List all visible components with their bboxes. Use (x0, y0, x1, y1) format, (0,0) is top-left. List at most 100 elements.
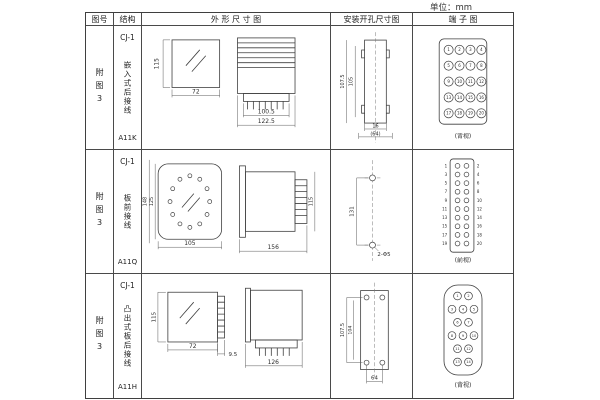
svg-text:16: 16 (477, 224, 483, 229)
model-code: A11H (118, 383, 137, 391)
svg-text:13: 13 (446, 95, 452, 100)
outline-drawing: 148 125 105 156 115 (143, 159, 316, 254)
outline-drawing: 115 72 100.5 122.5 (154, 37, 296, 128)
svg-text:18: 18 (477, 232, 483, 237)
dim-label: 16 (372, 124, 378, 130)
dim-label: 148 (143, 197, 149, 206)
model-label: CJ-1 (120, 157, 135, 166)
svg-text:3: 3 (451, 307, 453, 311)
svg-text:10: 10 (457, 79, 463, 84)
dim-label: 64 (371, 375, 378, 381)
dim-label: 107.5 (340, 75, 346, 89)
svg-text:8: 8 (477, 189, 480, 194)
dim-label: 122.5 (258, 118, 275, 125)
dim-label: 156 (268, 244, 280, 251)
svg-text:19: 19 (442, 241, 448, 246)
svg-text:6: 6 (458, 63, 461, 68)
svg-text:2: 2 (467, 294, 469, 298)
header-mounting-dims: 安装开孔尺寸图 (331, 13, 413, 26)
view-label: (背视) (455, 381, 472, 389)
structure-cell: CJ-1 凸出式板后接线 A11H (114, 274, 142, 398)
svg-text:1: 1 (447, 47, 450, 52)
svg-text:3: 3 (469, 47, 472, 52)
structure-name: 凸出式板后接线 (123, 305, 132, 368)
svg-text:3: 3 (445, 172, 448, 177)
svg-text:7: 7 (467, 321, 469, 325)
dim-label: 100.5 (258, 108, 275, 115)
mounting-drawing: 131 2-Φ5 (350, 160, 391, 261)
dim-label: 107.5 (340, 323, 346, 337)
header-terminal-diagram: 端 子 图 (413, 13, 513, 26)
svg-text:2: 2 (477, 163, 480, 168)
structure-name: 嵌入式后接线 (123, 61, 132, 115)
header-structure: 结构 (114, 13, 142, 26)
svg-text:6: 6 (456, 321, 458, 325)
dim-label: 131 (350, 206, 356, 216)
svg-text:11: 11 (455, 347, 459, 351)
svg-text:16: 16 (479, 95, 485, 100)
view-label: (前视) (455, 256, 472, 264)
svg-text:4: 4 (462, 307, 465, 311)
unit-label: 单位：mm (430, 3, 473, 13)
dim-label: 104 (348, 326, 354, 335)
svg-text:15: 15 (468, 95, 474, 100)
dim-label: 115 (151, 312, 157, 322)
svg-text:19: 19 (468, 111, 474, 116)
mounting-drawing-cell: 107.5 104 64 (331, 274, 413, 398)
svg-text:13: 13 (442, 215, 448, 220)
figure-no-label: 附图3 (95, 316, 104, 356)
dim-label: 126 (268, 359, 280, 366)
svg-text:6: 6 (477, 181, 480, 186)
header-outline-dims: 外 形 尺 寸 图 (142, 13, 331, 26)
svg-text:14: 14 (466, 360, 471, 364)
spec-table: 图号 结构 外 形 尺 寸 图 安装开孔尺寸图 端 子 图 附图3 CJ-1 嵌… (85, 12, 514, 399)
dim-label: 115 (308, 197, 314, 206)
svg-text:11: 11 (468, 79, 474, 84)
dim-label: 105 (349, 77, 355, 86)
model-label: CJ-1 (120, 33, 135, 42)
dim-label: 72 (192, 88, 200, 95)
dim-label: 115 (154, 58, 161, 70)
mounting-drawing: 107.5 105 16 (64) (340, 32, 393, 143)
figure-no-cell: 附图3 (86, 26, 114, 150)
outline-drawing-cell: 148 125 105 156 115 (142, 150, 331, 274)
svg-text:13: 13 (455, 360, 459, 364)
svg-text:5: 5 (473, 307, 475, 311)
svg-text:4: 4 (477, 172, 480, 177)
svg-text:7: 7 (445, 189, 448, 194)
svg-text:20: 20 (479, 111, 485, 116)
svg-text:17: 17 (442, 232, 448, 237)
dim-label: 9.5 (229, 352, 238, 358)
mounting-drawing: 107.5 104 64 (340, 282, 389, 384)
dim-label: 105 (184, 240, 196, 247)
structure-cell: CJ-1 嵌入式后接线 A11K (114, 26, 142, 150)
svg-text:14: 14 (457, 95, 463, 100)
view-label: (背视) (455, 132, 472, 140)
outline-drawing-cell: 115 72 100.5 122.5 (142, 26, 331, 150)
structure-cell: CJ-1 板前接线 A11Q (114, 150, 142, 274)
figure-no-cell: 附图3 (86, 274, 114, 398)
structure-name: 板前接线 (123, 194, 132, 230)
svg-text:12: 12 (466, 347, 470, 351)
svg-text:8: 8 (480, 63, 483, 68)
dim-label: (64) (370, 131, 380, 137)
svg-text:2: 2 (458, 47, 461, 52)
model-label: CJ-1 (120, 281, 135, 290)
svg-text:5: 5 (447, 63, 450, 68)
svg-text:9: 9 (445, 198, 448, 203)
model-code: A11K (118, 134, 137, 142)
svg-text:10: 10 (472, 334, 476, 338)
svg-text:14: 14 (477, 215, 483, 220)
svg-text:12: 12 (479, 79, 485, 84)
figure-no-label: 附图3 (95, 191, 104, 232)
svg-text:1: 1 (456, 294, 458, 298)
figure-no-cell: 附图3 (86, 150, 114, 274)
header-figure-no: 图号 (86, 13, 114, 26)
svg-text:9: 9 (447, 79, 450, 84)
